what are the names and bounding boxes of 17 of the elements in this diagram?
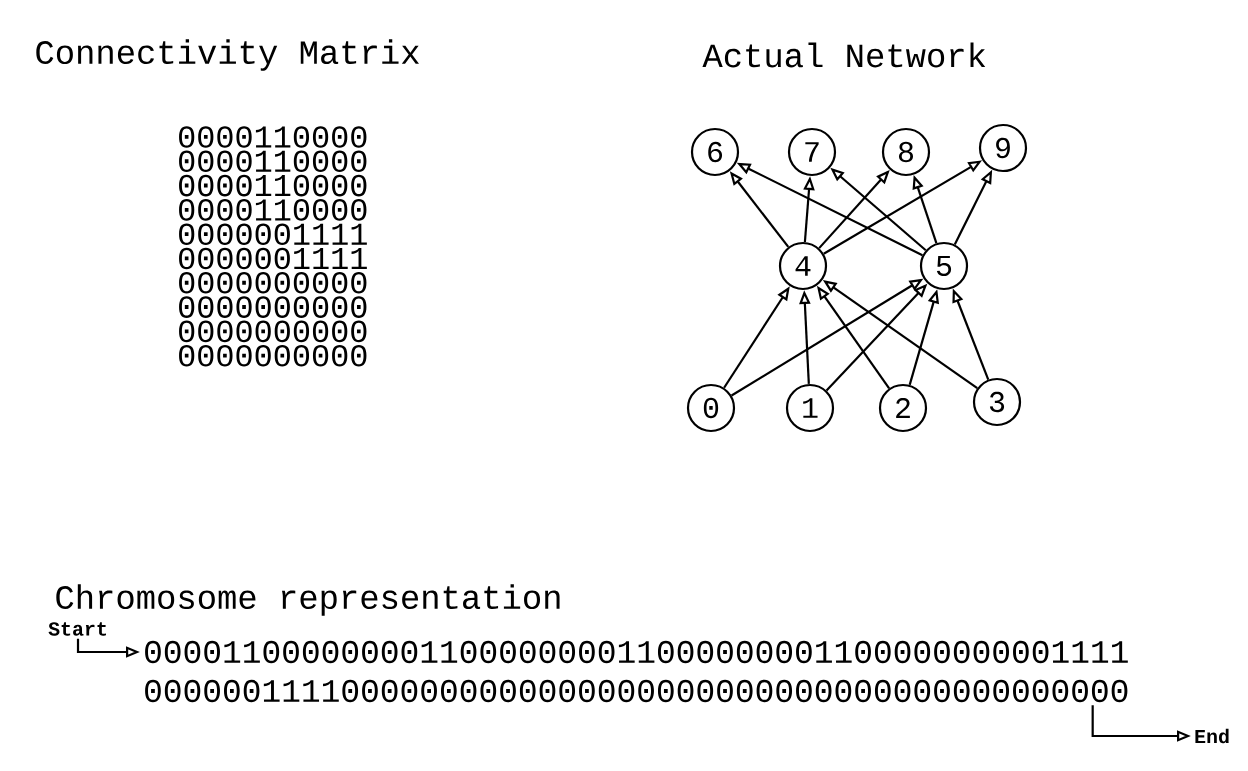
matrix-row: 0000110000 <box>179 174 367 197</box>
matrix-row: 0000000000 <box>179 296 367 318</box>
matrix-row: 0000000000 <box>179 272 367 294</box>
heading: Actual Network <box>702 42 986 68</box>
bit-string: 00001100000000110000000011000000001100000000001111 <box>145 640 1128 664</box>
matrix-row: 0000110000 <box>179 150 367 173</box>
marker-text: Start <box>48 622 106 636</box>
matrix-row: 0000110000 <box>179 199 367 221</box>
heading: Chromosome representation <box>56 584 560 616</box>
matrix-row: 0000000000 <box>179 344 367 367</box>
matrix-row: 0000001111 <box>179 247 367 270</box>
bit-string: 00000011110000000000000000000000000000000000000000 <box>145 679 1128 703</box>
marker-text: End <box>1195 728 1229 744</box>
matrix-row: 0000110000 <box>179 126 367 148</box>
matrix-row: 0000000000 <box>179 320 367 343</box>
matrix-row: 0000001111 <box>179 223 367 245</box>
heading: Connectivity Matrix <box>36 39 419 71</box>
